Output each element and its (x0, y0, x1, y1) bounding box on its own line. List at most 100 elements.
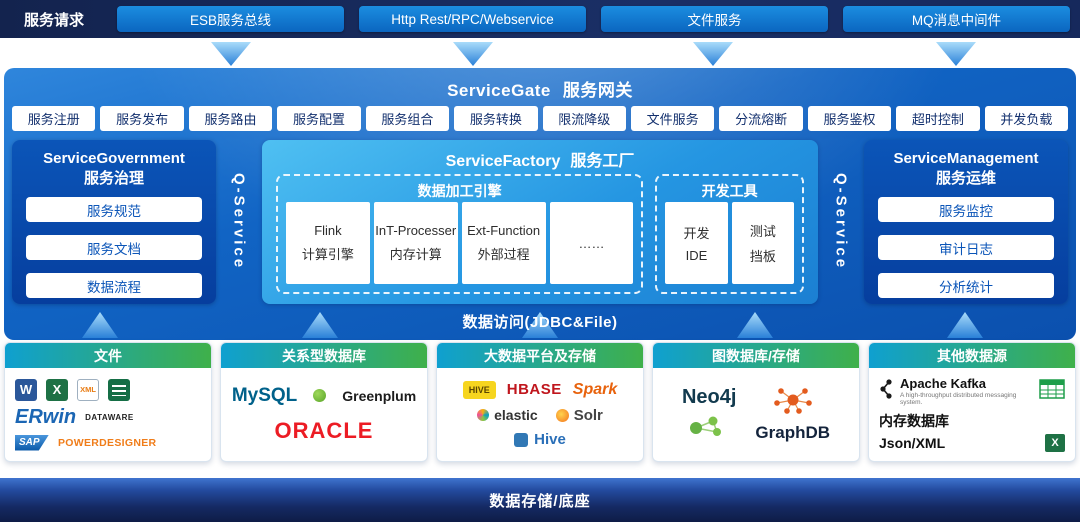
engine-cell-more-label: …… (578, 235, 605, 251)
datasource-graph-box: 图数据库/存储 Neo4j (652, 342, 860, 462)
datasource-files-box: 文件 W X XML ERwin DATAWARE SAP POWERDESIG… (4, 342, 212, 462)
datasource-files-title: 文件 (5, 343, 211, 368)
kafka-logo: Apache Kafka (900, 375, 986, 391)
service-factory-title-cn: 服务工厂 (570, 153, 635, 170)
greenplum-logo: Greenplum (342, 387, 417, 404)
graphdb-logo: GraphDB (755, 423, 831, 442)
erwin-logo: ERwin (15, 406, 77, 428)
oracle-logo: ORACLE (274, 418, 374, 444)
feature-concurrency-load: 并发负载 (984, 106, 1069, 131)
elastic-icon (477, 409, 490, 421)
gateway-columns: ServiceGovernment 服务治理 服务规范 服务文档 数据流程 Q-… (12, 140, 1068, 304)
datasource-bigdata-box: 大数据平台及存储 HIVE HBASE Spark elastic Solr (436, 342, 644, 462)
gateway-feature-row: 服务注册 服务发布 服务路由 服务配置 服务组合 服务转换 限流降级 文件服务 … (12, 106, 1069, 131)
data-processing-engine-title: 数据加工引擎 (417, 183, 502, 199)
feature-file-service: 文件服务 (630, 106, 715, 131)
engine-cell-flink-name: Flink (314, 223, 342, 238)
q-service-label-right: Q-Service (832, 173, 850, 271)
down-arrow-icon (693, 42, 733, 66)
data-storage-label: 数据存储/底座 (489, 492, 591, 510)
channel-mq-middleware: MQ消息中间件 (843, 6, 1070, 32)
governance-item-dataflow: 数据流程 (26, 273, 202, 298)
kafka-icon (879, 378, 894, 405)
q-service-label-left: Q-Service (230, 173, 248, 271)
data-access-label: 数据访问(JDBC&File) (462, 313, 618, 331)
tool-cell-ide: 开发 IDE (665, 202, 728, 284)
q-service-strip-left: Q-Service (216, 140, 262, 304)
tool-cell-ide-top: 开发 (683, 226, 710, 241)
datasource-bigdata-title: 大数据平台及存储 (437, 343, 643, 368)
down-arrow-icon (453, 42, 493, 66)
data-processing-engine-box: 数据加工引擎 Flink 计算引擎 InT-Processer 内存计算 (276, 174, 644, 294)
tool-cell-test-top: 测试 (749, 224, 776, 239)
feature-service-config: 服务配置 (277, 106, 361, 131)
down-arrow-icon (936, 42, 976, 66)
tool-cell-test-bottom: 挡板 (749, 249, 776, 264)
service-gate-title-cn: 服务网关 (562, 81, 633, 100)
service-gate-panel: ServiceGate 服务网关 服务注册 服务发布 服务路由 服务配置 服务组合… (4, 68, 1076, 340)
dev-tools-cells: 开发 IDE 测试 挡板 (665, 202, 794, 284)
datasource-relational-body: MySQL Greenplum ORACLE (221, 368, 427, 461)
service-request-bar: 服务请求 ESB服务总线 Http Rest/RPC/Webservice 文件… (0, 0, 1080, 38)
solr-icon (555, 408, 569, 422)
service-management-title-en: ServiceManagement (893, 150, 1039, 167)
service-management-title-cn: 服务运维 (935, 169, 996, 187)
greenplum-icon (313, 389, 327, 403)
feature-service-route: 服务路由 (188, 106, 273, 131)
engine-cell-ext-function-desc: 外部过程 (477, 247, 530, 262)
datasource-row: 文件 W X XML ERwin DATAWARE SAP POWERDESIG… (4, 342, 1076, 462)
governance-item-spec: 服务规范 (26, 197, 202, 222)
service-government-title-cn: 服务治理 (83, 169, 144, 187)
datasource-relational-title: 关系型数据库 (221, 343, 427, 368)
feature-service-transform: 服务转换 (454, 106, 538, 131)
service-gate-title-en: ServiceGate (447, 81, 551, 100)
service-government-title: ServiceGovernment 服务治理 (24, 149, 204, 188)
word-icon: W (15, 378, 37, 401)
kafka-tagline: A high-throughput distributed messaging … (900, 391, 1017, 407)
feature-service-publish: 服务发布 (100, 106, 184, 131)
hive-bee-logo: HIVE (462, 380, 496, 399)
engine-cell-ext-function-name: Ext-Function (467, 223, 541, 238)
mysql-logo: MySQL (231, 384, 298, 406)
management-item-analytics: 分析统计 (878, 273, 1054, 298)
solr-logo: Solr (573, 406, 603, 424)
engine-cell-int-processer-desc: 内存计算 (389, 247, 442, 262)
dataware-label: DATAWARE (85, 413, 134, 422)
feature-rate-limit: 限流降级 (542, 106, 626, 131)
feature-timeout-control: 超时控制 (896, 106, 980, 131)
governance-item-doc: 服务文档 (26, 235, 202, 260)
tool-cell-ide-bottom: IDE (685, 248, 708, 263)
down-arrow-icon (211, 42, 251, 66)
datasource-graph-body: Neo4j (653, 368, 859, 461)
datasource-other-title: 其他数据源 (869, 343, 1075, 368)
neo4j-logo: Neo4j (681, 385, 737, 408)
service-government-title-en: ServiceGovernment (43, 150, 185, 167)
engine-cell-flink: Flink 计算引擎 (286, 202, 370, 284)
document-icon (108, 378, 130, 401)
powerdesigner-label: POWERDESIGNER (58, 436, 157, 449)
neo4j-graph-icon (686, 413, 732, 444)
feature-service-auth: 服务鉴权 (807, 106, 892, 131)
datasource-other-body: Apache Kafka A high-throughput distribut… (869, 368, 1075, 461)
excel-icon: X (1045, 434, 1065, 453)
management-item-audit: 审计日志 (878, 235, 1054, 260)
engine-cell-more: …… (549, 202, 634, 284)
spark-logo: Spark (572, 380, 618, 398)
data-storage-bar: 数据存储/底座 (0, 478, 1080, 522)
channel-http-rest-rpc-webservice: Http Rest/RPC/Webservice (359, 6, 586, 32)
table-grid-icon (1039, 379, 1065, 404)
engine-cell-ext-function: Ext-Function 外部过程 (461, 202, 546, 284)
tool-cell-test: 测试 挡板 (731, 202, 794, 284)
feature-service-register: 服务注册 (12, 106, 96, 131)
engine-cell-int-processer-name: InT-Processer (375, 223, 457, 238)
datasource-other-box: 其他数据源 Apache Kafka A high- (868, 342, 1076, 462)
engine-cell-flink-desc: 计算引擎 (301, 247, 354, 262)
management-item-monitor: 服务监控 (878, 197, 1054, 222)
channel-esb-bus: ESB服务总线 (117, 6, 344, 32)
xml-file-icon: XML (77, 378, 99, 401)
service-management-box: ServiceManagement 服务运维 服务监控 审计日志 分析统计 (864, 140, 1068, 304)
elastic-logo: elastic (494, 407, 538, 423)
